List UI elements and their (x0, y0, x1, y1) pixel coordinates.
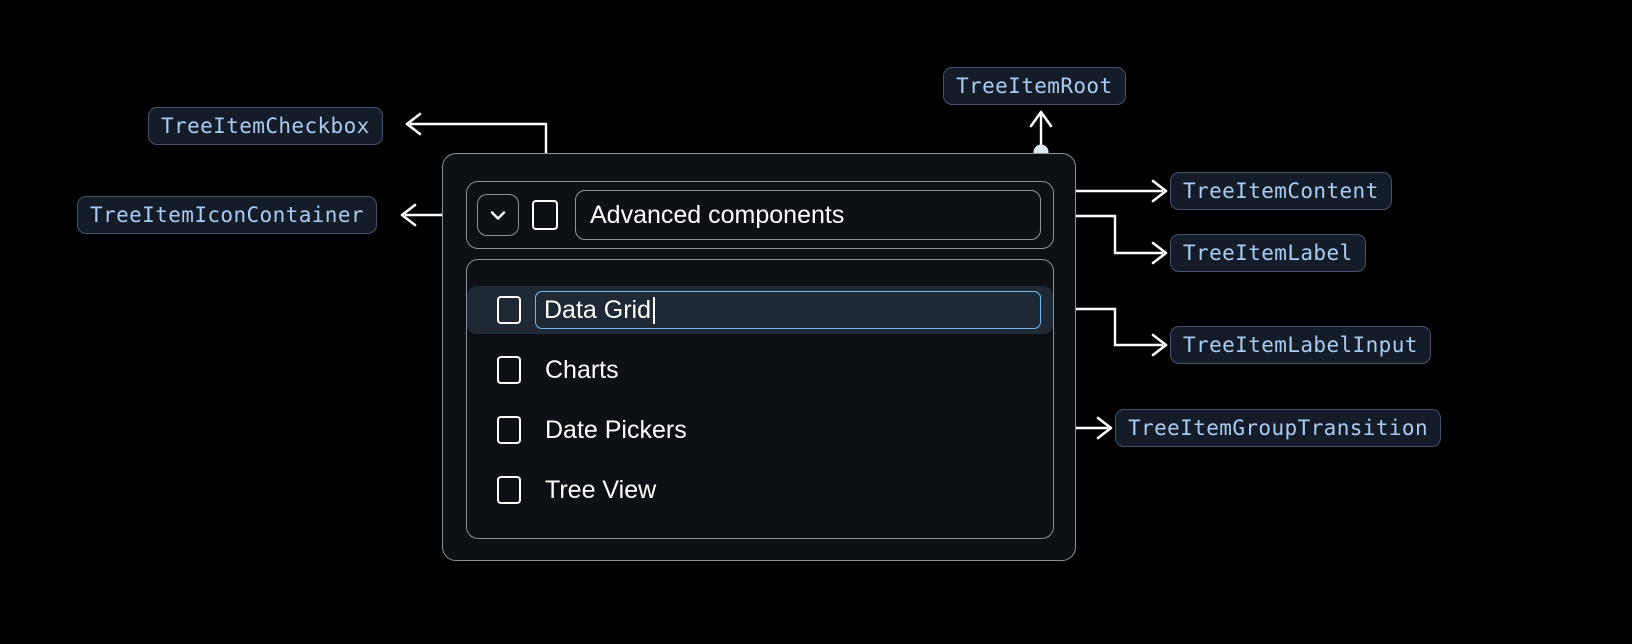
tree-item-label: Tree View (545, 475, 657, 504)
annotation-tree-item-group-transition: TreeItemGroupTransition (1115, 409, 1441, 447)
arrowhead-icon-container (400, 203, 417, 227)
annotation-tree-item-icon-container: TreeItemIconContainer (77, 196, 377, 234)
tree-item-label: Charts (545, 355, 619, 384)
tree-row-date-pickers[interactable]: Date Pickers (467, 406, 1053, 454)
arrowhead-content (1151, 179, 1168, 203)
tree-item-checkbox[interactable] (497, 296, 521, 324)
tree-item-label[interactable]: Advanced components (575, 190, 1041, 240)
tree-item-icon-container[interactable] (477, 194, 519, 236)
annotation-tree-item-checkbox: TreeItemCheckbox (148, 107, 383, 145)
label-input-value: Data Grid (544, 295, 651, 324)
tree-item-checkbox[interactable] (525, 194, 565, 236)
tree-item-label-input[interactable]: Data Grid (535, 291, 1041, 329)
arrowhead-label-input (1151, 333, 1168, 357)
text-caret (652, 296, 655, 324)
tree-item-group-transition: Data Grid Charts Date Pickers Tree View (466, 259, 1054, 539)
arrowhead-label (1151, 241, 1168, 265)
checkbox-box-icon (532, 200, 558, 230)
tree-row-charts[interactable]: Charts (467, 346, 1053, 394)
annotation-tree-item-label-input: TreeItemLabelInput (1170, 326, 1431, 364)
chevron-down-icon (490, 211, 506, 220)
arrowhead-group-transition (1096, 416, 1113, 440)
tree-item-content[interactable]: Advanced components (466, 181, 1054, 249)
tree-item-checkbox[interactable] (497, 476, 521, 504)
annotation-tree-item-label: TreeItemLabel (1170, 234, 1366, 272)
tree-item-checkbox[interactable] (497, 356, 521, 384)
arrowhead-root (1029, 110, 1053, 128)
arrowhead-checkbox (405, 112, 422, 136)
annotation-tree-item-root: TreeItemRoot (943, 67, 1126, 105)
tree-item-label-text: Advanced components (590, 200, 845, 229)
tree-row-data-grid[interactable]: Data Grid (467, 286, 1053, 334)
tree-item-checkbox[interactable] (497, 416, 521, 444)
tree-item-label: Date Pickers (545, 415, 687, 444)
annotation-tree-item-content: TreeItemContent (1170, 172, 1392, 210)
tree-row-tree-view[interactable]: Tree View (467, 466, 1053, 514)
